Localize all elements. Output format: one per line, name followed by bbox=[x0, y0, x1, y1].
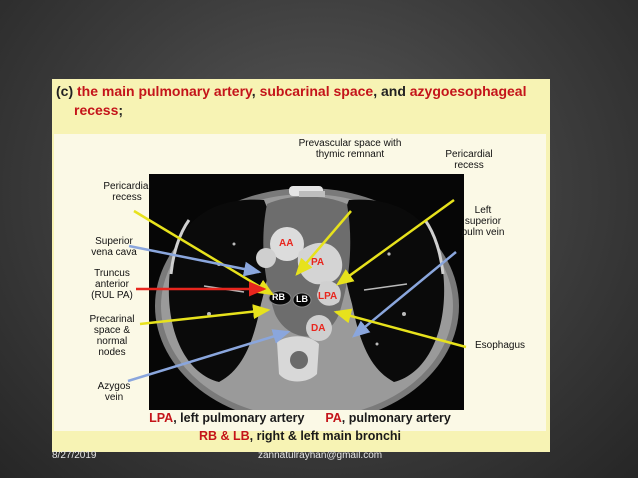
label-truncus-anterior: Truncus anterior (RUL PA) bbox=[91, 268, 133, 301]
ct-figure: AA PA RB LB LPA DA Prevascular space wit bbox=[54, 134, 546, 443]
heading-prefix: (c) bbox=[56, 83, 77, 99]
label-pericardial-recess-left: Pericardial recess bbox=[445, 149, 493, 171]
label-prevascular-space: Prevascular space with thymic remnant bbox=[298, 138, 402, 160]
heading-term-azygoesophageal: azygoesophageal bbox=[409, 83, 527, 99]
label-da: DA bbox=[311, 323, 326, 334]
caption-lpa-abbr: LPA bbox=[149, 411, 174, 425]
figure-caption: LPA, left pulmonary artery PA, pulmonary… bbox=[54, 409, 546, 445]
slide-content-panel: (c) the main pulmonary artery, subcarina… bbox=[52, 79, 550, 452]
caption-pa-abbr: PA bbox=[325, 411, 342, 425]
caption-pa-text: , pulmonary artery bbox=[341, 411, 451, 425]
footer-date: 8/27/2019 bbox=[52, 450, 97, 461]
footer-email: zannatulrayhan@gmail.com bbox=[258, 450, 383, 461]
caption-rblb-text: , right & left main bronchi bbox=[249, 429, 402, 443]
pointer-arrows bbox=[127, 198, 467, 383]
heading-term-recess: recess bbox=[74, 102, 119, 118]
ct-scan-image: AA PA RB LB LPA DA bbox=[149, 174, 464, 410]
heading-separator: , and bbox=[373, 83, 410, 99]
label-pa: PA bbox=[311, 257, 325, 268]
label-aa: AA bbox=[279, 238, 294, 249]
label-precarinal-space: Precarinal space & normal nodes bbox=[89, 314, 135, 358]
caption-rblb-abbr: RB & LB bbox=[198, 429, 250, 443]
heading-suffix: ; bbox=[118, 102, 124, 118]
heading-term-subcarinal-space: subcarinal space bbox=[259, 83, 374, 99]
caption-lpa-text: , left pulmonary artery bbox=[173, 411, 305, 425]
ct-scan-drawing bbox=[149, 174, 464, 410]
label-lpa: LPA bbox=[318, 291, 338, 302]
heading-term-main-pulmonary-artery: the main pulmonary artery bbox=[77, 83, 252, 99]
label-left-superior-pulm-vein: Left superior pulm vein bbox=[461, 205, 505, 238]
label-superior-vena-cava: Superior vena cava bbox=[91, 236, 137, 258]
heading-separator: , bbox=[251, 83, 260, 99]
label-azygos-vein: Azygos vein bbox=[97, 381, 131, 403]
label-pericardial-recess-right: Pericardial recess bbox=[103, 181, 151, 203]
label-lb: LB bbox=[296, 294, 308, 304]
slide-heading: (c) the main pulmonary artery, subcarina… bbox=[56, 82, 546, 120]
label-rb: RB bbox=[272, 292, 285, 302]
label-esophagus: Esophagus bbox=[474, 340, 526, 351]
